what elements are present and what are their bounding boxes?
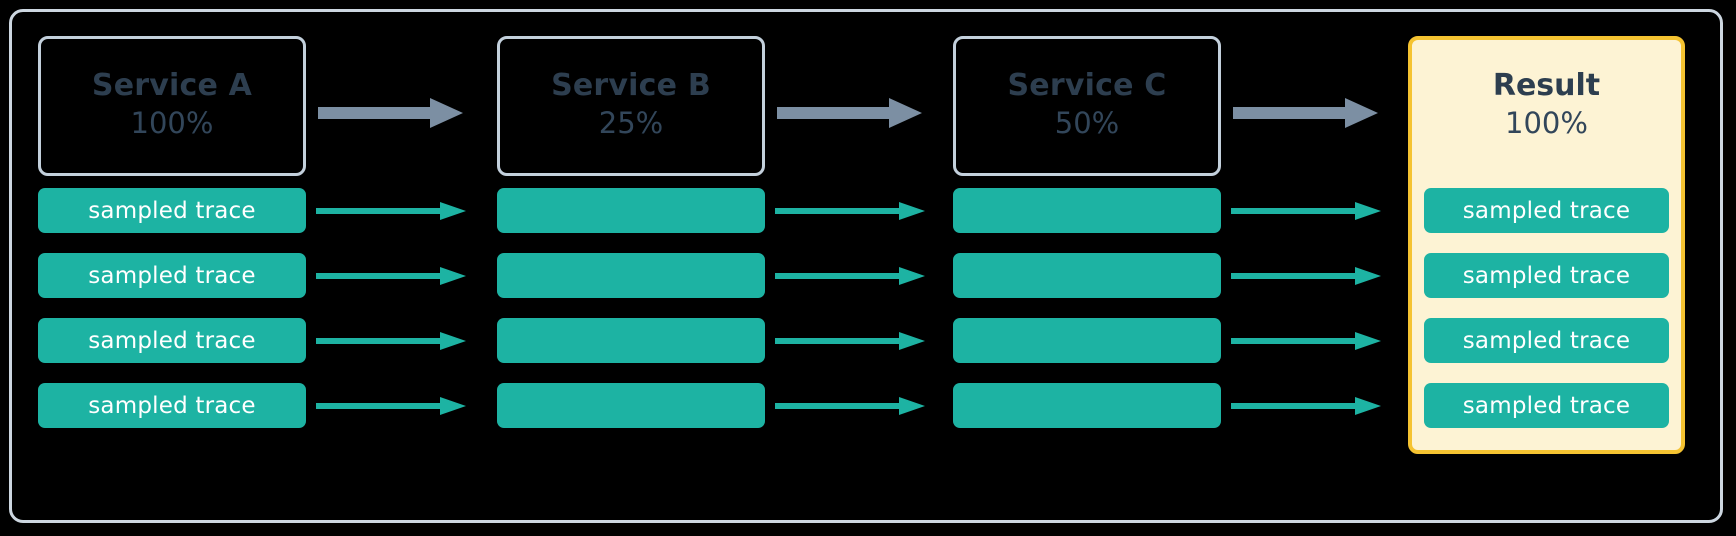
service-box-a[interactable]: Service A 100% — [38, 36, 306, 176]
trace-bar-label: sampled trace — [88, 197, 256, 224]
service-name-c: Service C — [1007, 67, 1167, 103]
trace-bar[interactable]: sampled trace — [1424, 383, 1669, 428]
trace-bar-label: sampled trace — [1462, 197, 1631, 224]
trace-bar[interactable]: sampled trace — [38, 188, 306, 233]
arrow-right-icon — [1231, 265, 1381, 287]
service-percent-a: 100% — [130, 106, 214, 141]
service-name-a: Service A — [91, 67, 253, 103]
arrow-right-icon — [316, 395, 466, 417]
trace-bar-label: sampled trace — [88, 262, 256, 289]
trace-bar[interactable] — [953, 318, 1221, 363]
arrow-right-icon — [777, 96, 922, 130]
trace-bar[interactable] — [953, 188, 1221, 233]
service-box-b[interactable]: Service B 25% — [497, 36, 765, 176]
trace-bar[interactable] — [953, 383, 1221, 428]
trace-bar[interactable] — [497, 253, 765, 298]
trace-bar[interactable] — [497, 188, 765, 233]
trace-bar[interactable]: sampled trace — [1424, 188, 1669, 233]
trace-bar[interactable] — [497, 318, 765, 363]
service-box-c[interactable]: Service C 50% — [953, 36, 1221, 176]
trace-bar-label: sampled trace — [88, 392, 256, 419]
trace-bar-label: sampled trace — [1462, 392, 1631, 419]
trace-bar[interactable]: sampled trace — [38, 318, 306, 363]
service-percent-c: 50% — [1054, 106, 1120, 141]
trace-bar-label: sampled trace — [1462, 327, 1631, 354]
service-percent-b: 25% — [598, 106, 664, 141]
arrow-right-icon — [1231, 395, 1381, 417]
trace-bar-label: sampled trace — [1462, 262, 1631, 289]
trace-bar[interactable]: sampled trace — [38, 253, 306, 298]
arrow-right-icon — [775, 330, 925, 352]
service-name-b: Service B — [551, 67, 711, 103]
arrow-right-icon — [318, 96, 463, 130]
arrow-right-icon — [1231, 200, 1381, 222]
arrow-right-icon — [1233, 96, 1378, 130]
arrow-right-icon — [316, 265, 466, 287]
arrow-right-icon — [1231, 330, 1381, 352]
diagram-outer-frame — [9, 9, 1723, 523]
trace-bar[interactable]: sampled trace — [38, 383, 306, 428]
arrow-right-icon — [775, 395, 925, 417]
arrow-right-icon — [316, 200, 466, 222]
trace-bar-label: sampled trace — [88, 327, 256, 354]
trace-bar[interactable]: sampled trace — [1424, 318, 1669, 363]
arrow-right-icon — [316, 330, 466, 352]
arrow-right-icon — [775, 200, 925, 222]
arrow-right-icon — [775, 265, 925, 287]
trace-bar[interactable]: sampled trace — [1424, 253, 1669, 298]
trace-bar[interactable] — [497, 383, 765, 428]
trace-bar[interactable] — [953, 253, 1221, 298]
